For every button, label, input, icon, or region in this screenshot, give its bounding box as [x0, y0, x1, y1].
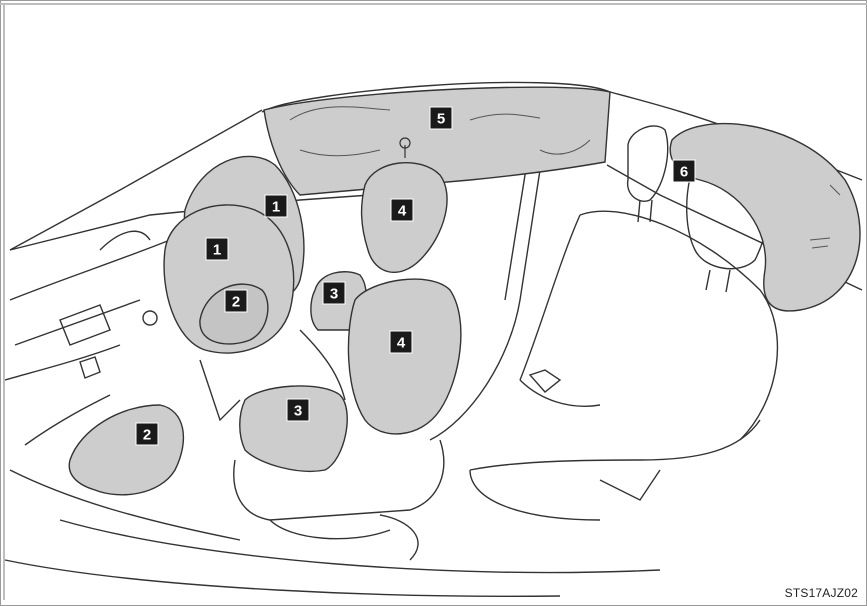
airbag-number: 1 [213, 242, 221, 259]
airbag-number: 5 [437, 111, 445, 128]
airbag-badge-rear-window: 6 [672, 159, 696, 183]
airbag-number: 6 [680, 164, 688, 181]
airbag-number: 2 [143, 427, 151, 444]
airbag-number: 4 [398, 203, 407, 220]
airbag-badge-dash-upper: 1 [264, 194, 288, 218]
curtain-airbag [263, 86, 611, 196]
figure-code: STS17AJZ02 [784, 586, 858, 600]
airbag-badge-side-lower: 4 [389, 330, 413, 354]
airbag-badge-knee-lower: 2 [135, 422, 159, 446]
airbag-number: 3 [294, 403, 302, 420]
rear-window-airbag [669, 123, 861, 312]
airbag-badge-side-upper: 4 [390, 198, 414, 222]
airbag-badge-steering: 1 [205, 237, 229, 261]
airbag-number: 3 [330, 286, 338, 303]
airbag-badge-cushion-front: 3 [286, 398, 310, 422]
airbag-badge-cushion-rear: 3 [322, 281, 346, 305]
steering-airbag [163, 204, 295, 354]
airbag-number: 1 [272, 199, 280, 216]
airbag-badge-curtain: 5 [429, 106, 453, 130]
side-airbag-lower [347, 278, 462, 435]
seat-cushion-airbag-front [239, 385, 348, 472]
airbag-badge-knee-column: 2 [224, 289, 248, 313]
airbag-number: 4 [397, 335, 406, 352]
airbag-number: 2 [232, 294, 240, 311]
